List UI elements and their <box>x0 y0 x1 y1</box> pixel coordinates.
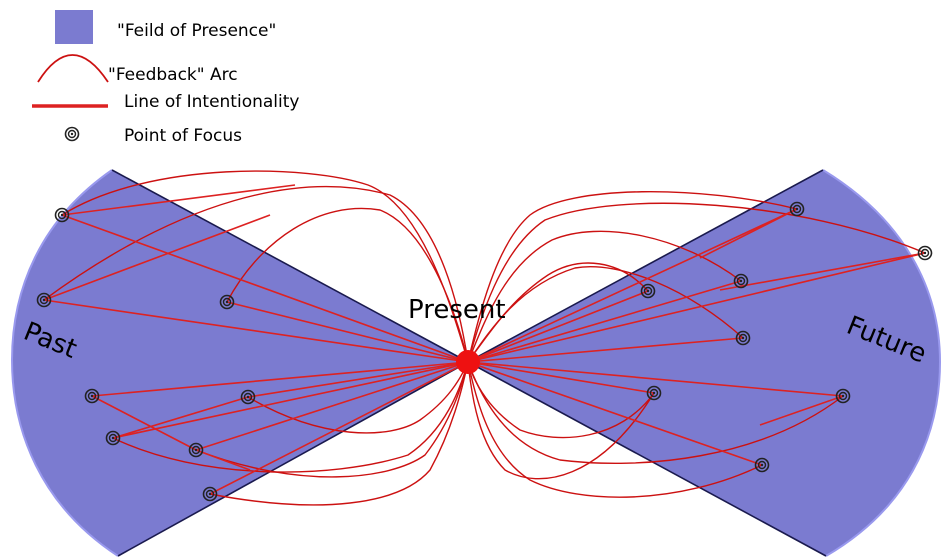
feedback-arc <box>467 262 649 363</box>
focus-point <box>240 389 256 405</box>
legend-point-swatch <box>64 126 80 142</box>
feedback-arc <box>226 207 469 363</box>
intention-line <box>467 208 798 363</box>
intention-line <box>43 299 469 363</box>
focus-point <box>54 207 70 223</box>
future-field-rim <box>822 169 942 557</box>
past-field <box>12 170 468 556</box>
intention-line <box>467 290 649 363</box>
feedback-arc <box>467 190 798 363</box>
focus-point <box>84 388 100 404</box>
intention-line <box>759 395 844 426</box>
focus-point <box>754 457 770 473</box>
past-field-rim <box>10 169 119 557</box>
intention-line <box>91 361 469 397</box>
intention-line <box>467 252 926 363</box>
legend-line-label: Line of Intentionality <box>124 92 299 112</box>
focus-points <box>36 201 933 502</box>
intention-line <box>112 396 249 439</box>
intention-line <box>61 214 469 363</box>
intention-line <box>719 252 926 291</box>
legend-field-label: "Feild of Presence" <box>117 21 276 41</box>
focus-point <box>640 283 656 299</box>
focus-point <box>789 201 805 217</box>
focus-point <box>733 273 749 289</box>
present-label: Present <box>408 295 506 325</box>
feedback-arc <box>467 230 742 363</box>
focus-point <box>835 388 851 404</box>
intentionality-lines <box>43 184 926 495</box>
focus-point <box>188 442 204 458</box>
intention-line <box>467 337 744 363</box>
past-field-lower-edge <box>117 361 469 557</box>
intention-line <box>467 361 655 394</box>
intention-line <box>467 361 763 466</box>
future-field-lower-edge <box>467 361 827 557</box>
feedback-arcs <box>43 170 926 506</box>
intention-line <box>467 280 742 363</box>
intention-line <box>195 361 469 451</box>
legend-arc-label: "Feedback" Arc <box>108 65 238 85</box>
feedback-arc <box>112 361 469 473</box>
intention-line <box>91 395 197 451</box>
feedback-arc <box>467 361 763 498</box>
focus-point <box>36 292 52 308</box>
present-point <box>456 350 480 374</box>
intention-line <box>226 301 469 363</box>
feedback-arc <box>43 186 469 363</box>
focus-point <box>105 430 121 446</box>
feedback-arc <box>209 361 469 506</box>
legend-arc-swatch <box>37 54 109 83</box>
intention-line <box>195 449 251 471</box>
legend: "Feild of Presence" "Feedback" Arc Line … <box>32 10 299 146</box>
legend-field-swatch <box>55 10 93 44</box>
past-field-upper-edge <box>111 169 469 363</box>
intention-line <box>699 208 798 259</box>
future-field <box>468 170 940 556</box>
intention-line <box>61 184 296 216</box>
focus-point <box>646 385 662 401</box>
intention-line <box>247 361 469 398</box>
focus-point <box>917 245 933 261</box>
feedback-arc <box>467 202 926 363</box>
feedback-arc <box>247 361 469 434</box>
intention-line <box>467 361 844 397</box>
intention-line <box>112 361 469 439</box>
feedback-arc <box>467 361 844 465</box>
intention-line <box>209 361 469 495</box>
focus-point <box>202 486 218 502</box>
focus-point <box>219 294 235 310</box>
feedback-arc <box>467 361 655 480</box>
legend-point-label: Point of Focus <box>124 126 242 146</box>
focus-point <box>735 330 751 346</box>
intention-line <box>43 214 271 301</box>
